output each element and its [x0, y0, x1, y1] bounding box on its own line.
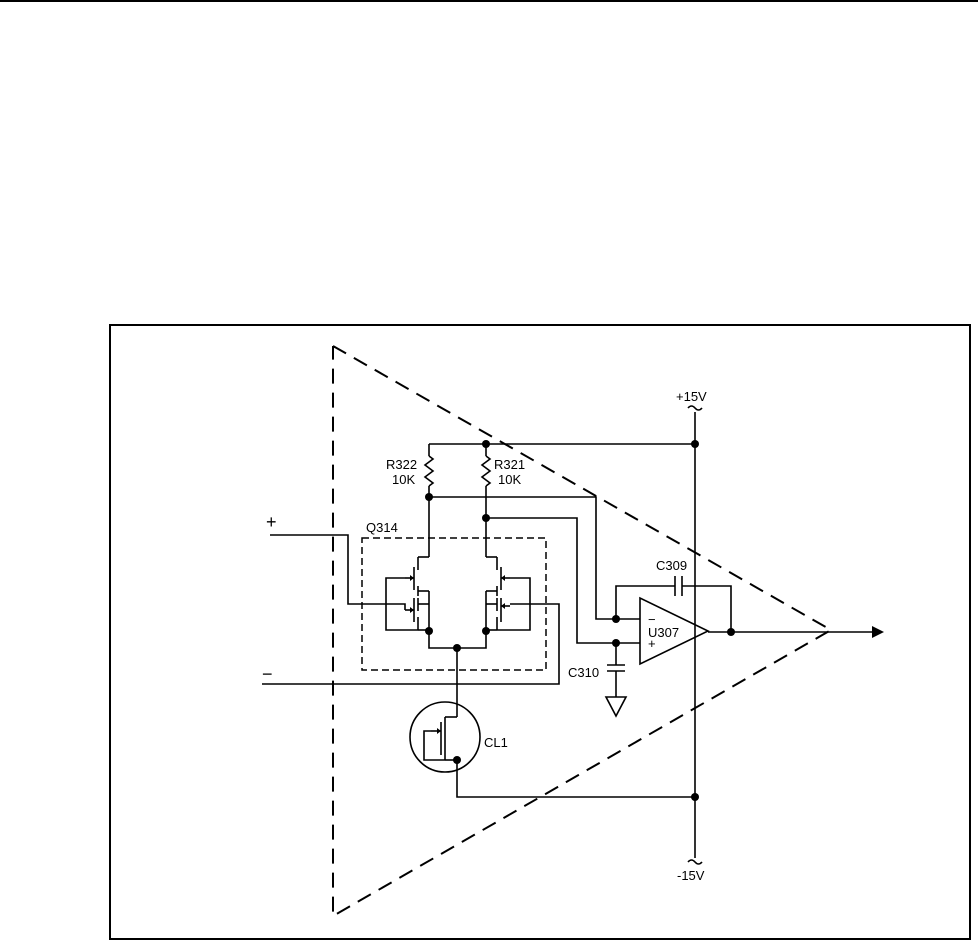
r321-value: 10K	[498, 472, 521, 487]
wire-to-noninverting	[486, 518, 640, 643]
u307-label: U307	[648, 625, 679, 640]
node-bottom-rail	[691, 793, 699, 801]
amplifier-outline	[333, 346, 831, 916]
c309-lead-right	[682, 586, 731, 632]
r321-resistor	[482, 456, 490, 486]
plus15-label: +15V	[676, 389, 707, 404]
plus-input-wire	[270, 535, 405, 610]
c309-lead-left	[616, 586, 675, 619]
cl1-transistor	[424, 717, 457, 760]
minus15-label: -15V	[677, 868, 705, 883]
q314-right-transistor	[486, 557, 510, 630]
node-output	[727, 628, 735, 636]
r322-resistor	[425, 456, 433, 486]
minus15-break	[688, 860, 702, 864]
wire-to-minus15	[457, 760, 695, 797]
minus-input-label: −	[262, 664, 273, 684]
r322-value: 10K	[392, 472, 415, 487]
c310-label: C310	[568, 665, 599, 680]
node-top-rail	[691, 440, 699, 448]
wire-to-inverting	[429, 497, 640, 619]
r321-name: R321	[494, 457, 525, 472]
q314-left-transistor	[405, 557, 429, 630]
plus15-break	[688, 406, 702, 410]
r322-name: R322	[386, 457, 417, 472]
minus-input-wire	[262, 604, 559, 684]
cl1-label: CL1	[484, 735, 508, 750]
q314-label: Q314	[366, 520, 398, 535]
c309-label: C309	[656, 558, 687, 573]
output-arrow	[872, 626, 884, 638]
ground-icon	[606, 697, 626, 716]
plus-input-label: +	[266, 512, 277, 532]
